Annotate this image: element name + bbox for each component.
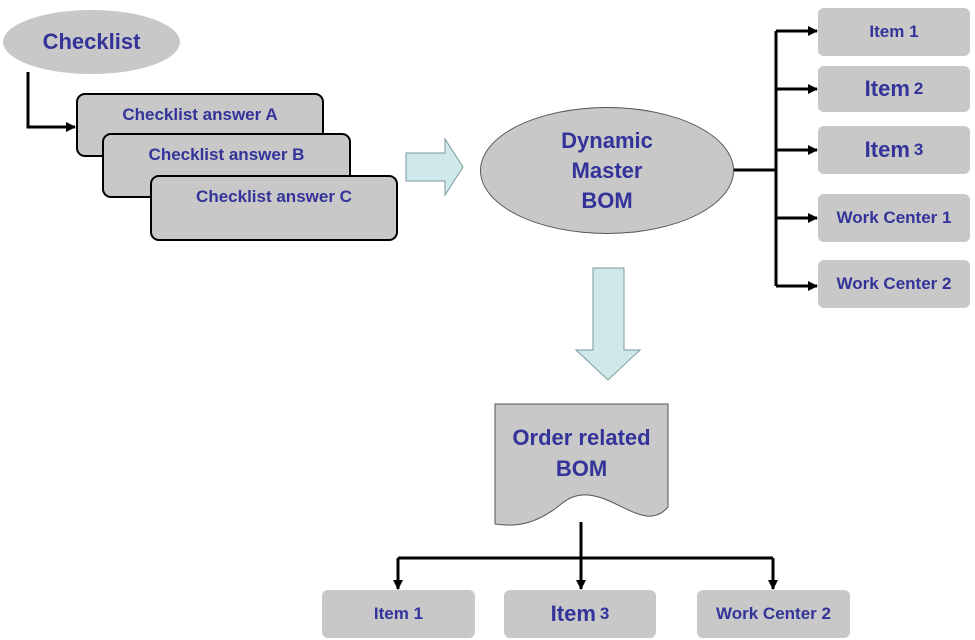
master-output-item-1: Item 1 — [818, 8, 970, 56]
order-output-item-3-number: 3 — [599, 604, 610, 623]
master-output-item-3: Item 3 — [818, 126, 970, 174]
master-output-item-3-number: 3 — [913, 140, 924, 159]
master-output-work-center-1-label: Work Center 1 — [836, 208, 952, 227]
master-output-item-3-word: Item — [864, 137, 910, 162]
order-output-work-center-2-label: Work Center 2 — [716, 604, 831, 623]
order-bom-line-2: BOM — [555, 456, 608, 481]
order-output-item-1-label: Item 1 — [373, 604, 424, 623]
order-related-bom-node: Order related BOM — [495, 422, 668, 484]
master-output-work-center-2-label: Work Center 2 — [836, 274, 952, 293]
master-output-work-center-2: Work Center 2 — [818, 260, 970, 308]
master-output-item-2-word: Item — [864, 76, 910, 101]
order-output-work-center-2: Work Center 2 — [697, 590, 850, 638]
checklist-title: Checklist — [42, 29, 141, 54]
checklist-node: Checklist — [3, 10, 180, 74]
order-bom-line-1: Order related — [512, 425, 651, 450]
dynamic-master-bom-node: Dynamic Master BOM — [480, 107, 734, 234]
order-output-item-3: Item 3 — [504, 590, 656, 638]
checklist-answer-c: Checklist answer C — [150, 175, 398, 241]
order-output-item-3-word: Item — [550, 601, 596, 626]
master-output-item-1-label: Item 1 — [869, 22, 919, 41]
checklist-answer-c-label: Checklist answer C — [196, 187, 352, 206]
master-output-item-2: Item 2 — [818, 66, 970, 112]
order-bom-document-shape — [494, 403, 669, 526]
master-bom-line-3: BOM — [581, 187, 633, 213]
master-output-item-2-number: 2 — [913, 79, 924, 98]
master-bom-line-2: Master — [571, 157, 643, 183]
checklist-connector — [26, 72, 76, 132]
master-bom-line-1: Dynamic — [561, 127, 653, 153]
order-output-item-1: Item 1 — [322, 590, 475, 638]
master-output-work-center-1: Work Center 1 — [818, 194, 970, 242]
block-arrow-right — [405, 137, 464, 197]
block-arrow-down — [574, 267, 642, 381]
checklist-answer-a-label: Checklist answer A — [122, 105, 278, 124]
checklist-answer-b-label: Checklist answer B — [148, 145, 305, 164]
